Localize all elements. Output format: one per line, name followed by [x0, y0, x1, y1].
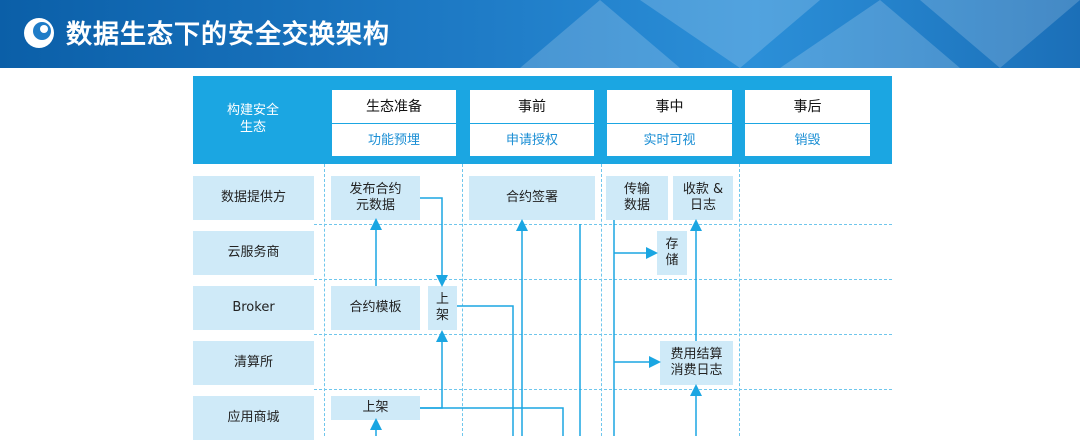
role-data-provider: 数据提供方	[193, 176, 314, 220]
flow-arrow	[457, 305, 514, 436]
phase-title: 事后	[745, 90, 870, 124]
phase-subtitle: 申请授权	[505, 133, 558, 148]
receipt-log-box: 收款 & 日志	[673, 176, 733, 220]
flow-arrow	[420, 197, 448, 287]
box-text: 传输	[623, 182, 650, 197]
box-text: 数据	[623, 198, 650, 213]
header-label-line2: 生态	[239, 120, 266, 135]
phase-subtitle: 功能预埋	[367, 133, 420, 148]
storage-box: 存 储	[657, 231, 687, 275]
flow-arrow	[420, 330, 448, 409]
role-clearing-house: 清算所	[193, 341, 314, 385]
box-text: 元数据	[355, 198, 395, 213]
phase-subtitle: 实时可视	[643, 133, 696, 148]
row-divider	[314, 279, 892, 280]
phase-title: 事中	[607, 90, 732, 124]
header-label: 构建安全 生态	[213, 102, 293, 136]
transfer-data-box: 传输 数据	[606, 176, 668, 220]
phase-prepare: 生态准备 功能预埋	[331, 89, 457, 157]
row-divider	[314, 334, 892, 335]
phase-after: 事后 销毁	[744, 89, 871, 157]
listing-broker-box: 上 架	[428, 286, 457, 330]
publish-metadata-box: 发布合约 元数据	[331, 176, 420, 220]
banner-decoration	[520, 0, 1080, 68]
phase-title: 事前	[470, 90, 594, 124]
box-text: 上	[435, 292, 449, 307]
title-banner: 数据生态下的安全交换架构	[0, 0, 1080, 68]
logo-icon	[24, 18, 54, 48]
flow-arrow	[420, 407, 564, 436]
box-text: 架	[435, 308, 449, 323]
phase-title: 生态准备	[332, 90, 456, 124]
box-text: 储	[665, 253, 679, 268]
column-divider	[462, 164, 463, 436]
column-divider	[324, 164, 325, 436]
phase-during: 事中 实时可视	[606, 89, 733, 157]
contract-sign-box: 合约签署	[469, 176, 595, 220]
box-text: 发布合约	[349, 182, 402, 197]
row-divider	[314, 224, 892, 225]
phase-before: 事前 申请授权	[469, 89, 595, 157]
box-text: 费用结算	[670, 347, 723, 362]
role-cloud-provider: 云服务商	[193, 231, 314, 275]
phase-subtitle: 销毁	[794, 133, 821, 148]
box-text: 日志	[689, 198, 716, 213]
box-text: 收款 &	[682, 182, 724, 197]
listing-store-box: 上架	[331, 396, 420, 420]
role-app-store: 应用商城	[193, 396, 314, 440]
column-divider	[601, 164, 602, 436]
column-divider	[739, 164, 740, 436]
page-title: 数据生态下的安全交换架构	[66, 20, 391, 50]
billing-log-box: 费用结算 消费日志	[660, 341, 733, 385]
contract-template-box: 合约模板	[331, 286, 420, 330]
role-broker: Broker	[193, 286, 314, 330]
row-divider	[314, 389, 892, 390]
box-text: 消费日志	[670, 363, 723, 378]
box-text: 存	[665, 237, 679, 252]
header-label-line1: 构建安全	[226, 103, 279, 118]
